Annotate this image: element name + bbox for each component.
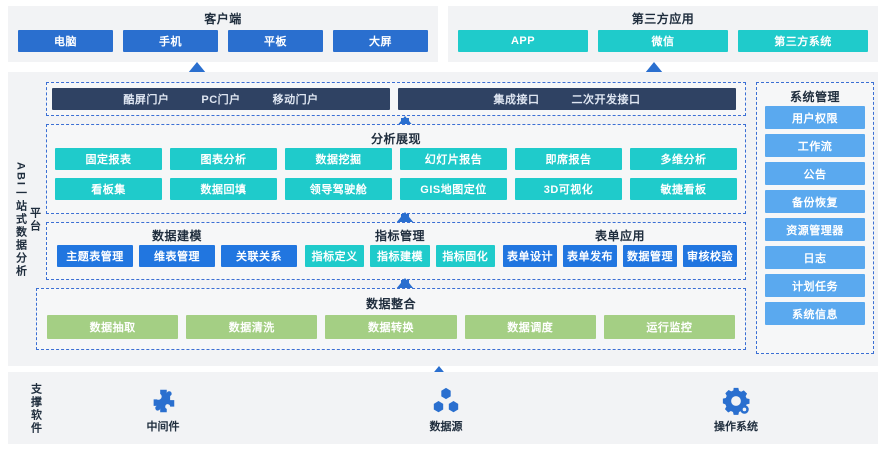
sys-item-workflow[interactable]: 工作流 (765, 134, 865, 157)
third-party-section: 第三方应用 APP 微信 第三方系统 (448, 6, 878, 62)
integration-item-transform[interactable]: 数据转换 (325, 315, 457, 339)
support-item-os-caption: 操作系统 (714, 421, 758, 433)
sys-item-backup-restore[interactable]: 备份恢复 (765, 190, 865, 213)
form-item-publish[interactable]: 表单发布 (563, 245, 617, 267)
data-modeling-title: 数据建模 (151, 229, 202, 243)
third-party-chip-row: APP 微信 第三方系统 (458, 30, 868, 52)
integration-item-clean[interactable]: 数据清洗 (186, 315, 318, 339)
client-section-title: 客户端 (204, 12, 242, 26)
model-item-relationship[interactable]: 关联关系 (221, 245, 297, 267)
integration-item-schedule[interactable]: 数据调度 (464, 315, 596, 339)
analysis-item-data-backfill[interactable]: 数据回填 (170, 178, 277, 200)
third-party-chip-wechat[interactable]: 微信 (598, 30, 728, 52)
client-chip-bigscreen[interactable]: 大屏 (333, 30, 428, 52)
client-chip-pc[interactable]: 电脑 (18, 30, 113, 52)
data-modeling-list: 主题表管理 维表管理 关联关系 (57, 245, 297, 267)
support-item-middleware[interactable]: 中间件 (88, 382, 238, 434)
analysis-item-agile-dashboard[interactable]: 敏捷看板 (630, 178, 737, 200)
support-item-datasource-caption: 数据源 (429, 421, 463, 433)
support-item-datasource[interactable]: 数据源 (371, 382, 521, 434)
support-item-os[interactable]: 操作系统 (661, 382, 811, 434)
form-application-title: 表单应用 (594, 229, 645, 243)
system-management-title: 系统管理 (789, 90, 840, 104)
analysis-item-adhoc-report[interactable]: 即席报告 (515, 148, 622, 170)
portal-item-kupin[interactable]: 酷屏门户 (123, 94, 170, 106)
nodes-icon (371, 382, 521, 416)
model-item-subject-table[interactable]: 主题表管理 (57, 245, 133, 267)
portal-item-integration-api[interactable]: 集成接口 (493, 94, 540, 106)
puzzle-icon (88, 382, 238, 416)
sys-item-system-info[interactable]: 系统信息 (765, 302, 865, 325)
index-item-definition[interactable]: 指标定义 (305, 245, 365, 267)
integration-item-monitor[interactable]: 运行监控 (603, 315, 736, 339)
analysis-section-title: 分析展现 (370, 132, 421, 146)
form-application-list: 表单设计 表单发布 数据管理 审核校验 (503, 245, 737, 267)
system-management-list: 用户权限 工作流 公告 备份恢复 资源管理器 日志 计划任务 系统信息 (765, 106, 865, 325)
analysis-item-chart-analysis[interactable]: 图表分析 (170, 148, 277, 170)
portal-bar-right: 集成接口 二次开发接口 (398, 88, 736, 110)
support-software-label: 支撑软件 (22, 380, 48, 438)
index-item-solidify[interactable]: 指标固化 (435, 245, 495, 267)
data-integration-section: 数据整合 数据抽取 数据清洗 数据转换 数据调度 运行监控 (36, 288, 746, 350)
portal-section: 酷屏门户 PC门户 移动门户 集成接口 二次开发接口 (46, 82, 746, 116)
gear-icon (661, 382, 811, 416)
index-management-list: 指标定义 指标建模 指标固化 (305, 245, 495, 267)
sys-item-announcement[interactable]: 公告 (765, 162, 865, 185)
integration-item-extract[interactable]: 数据抽取 (47, 315, 179, 339)
analysis-row-1: 固定报表 图表分析 数据挖掘 幻灯片报告 即席报告 多维分析 (55, 148, 737, 170)
portal-item-pc[interactable]: PC门户 (201, 94, 241, 106)
support-software-label-text: 支撑软件 (29, 383, 42, 435)
support-software-section: 支撑软件 中间件 数据源 (8, 372, 878, 444)
portal-item-dev-api[interactable]: 二次开发接口 (571, 94, 641, 106)
data-modeling-group: 数据建模 主题表管理 维表管理 关联关系 (57, 227, 297, 277)
sys-item-log[interactable]: 日志 (765, 246, 865, 269)
mid-section: 数据建模 主题表管理 维表管理 关联关系 指标管理 指标定义 指标建模 指标固化… (46, 222, 746, 280)
analysis-item-multidimensional[interactable]: 多维分析 (630, 148, 737, 170)
sys-item-scheduled-task[interactable]: 计划任务 (765, 274, 865, 297)
analysis-item-slide-report[interactable]: 幻灯片报告 (400, 148, 507, 170)
analysis-item-gis-map[interactable]: GIS地图定位 (400, 178, 507, 200)
client-chip-row: 电脑 手机 平板 大屏 (18, 30, 428, 52)
data-integration-list: 数据抽取 数据清洗 数据转换 数据调度 运行监控 (47, 315, 736, 339)
form-item-audit-check[interactable]: 审核校验 (683, 245, 737, 267)
client-section: 客户端 电脑 手机 平板 大屏 (8, 6, 438, 62)
system-management-section: 系统管理 用户权限 工作流 公告 备份恢复 资源管理器 日志 计划任务 系统信息 (756, 82, 874, 354)
analysis-item-data-mining[interactable]: 数据挖掘 (285, 148, 392, 170)
analysis-row-2: 看板集 数据回填 领导驾驶舱 GIS地图定位 3D可视化 敏捷看板 (55, 178, 737, 200)
analysis-item-fixed-report[interactable]: 固定报表 (55, 148, 162, 170)
portal-bar-left: 酷屏门户 PC门户 移动门户 (52, 88, 390, 110)
model-item-dimension-table[interactable]: 维表管理 (139, 245, 215, 267)
portal-item-mobile[interactable]: 移动门户 (272, 94, 319, 106)
form-item-data-manage[interactable]: 数据管理 (623, 245, 677, 267)
form-application-group: 表单应用 表单设计 表单发布 数据管理 审核校验 (503, 227, 737, 277)
analysis-item-3d-visualization[interactable]: 3D可视化 (515, 178, 622, 200)
third-party-section-title: 第三方应用 (631, 12, 695, 26)
third-party-chip-app[interactable]: APP (458, 30, 588, 52)
form-item-design[interactable]: 表单设计 (503, 245, 557, 267)
data-integration-title: 数据整合 (365, 297, 416, 311)
analysis-section: 分析展现 固定报表 图表分析 数据挖掘 幻灯片报告 即席报告 多维分析 看板集 … (46, 124, 746, 214)
analysis-item-dashboard-set[interactable]: 看板集 (55, 178, 162, 200)
analysis-item-executive-cockpit[interactable]: 领导驾驶舱 (285, 178, 392, 200)
sys-item-resource-manager[interactable]: 资源管理器 (765, 218, 865, 241)
index-management-group: 指标管理 指标定义 指标建模 指标固化 (305, 227, 495, 277)
client-chip-tablet[interactable]: 平板 (228, 30, 323, 52)
support-item-middleware-caption: 中间件 (146, 421, 180, 433)
sys-item-user-permission[interactable]: 用户权限 (765, 106, 865, 129)
platform-vertical-label-line1: ABI一站式数据分析 (14, 162, 27, 278)
platform-vertical-label-line2: 平台 (28, 207, 41, 233)
index-management-title: 指标管理 (374, 229, 425, 243)
client-chip-mobile[interactable]: 手机 (123, 30, 218, 52)
third-party-chip-system[interactable]: 第三方系统 (738, 30, 868, 52)
platform-vertical-label: ABI一站式数据分析 平台 (10, 105, 44, 335)
index-item-modeling[interactable]: 指标建模 (370, 245, 430, 267)
